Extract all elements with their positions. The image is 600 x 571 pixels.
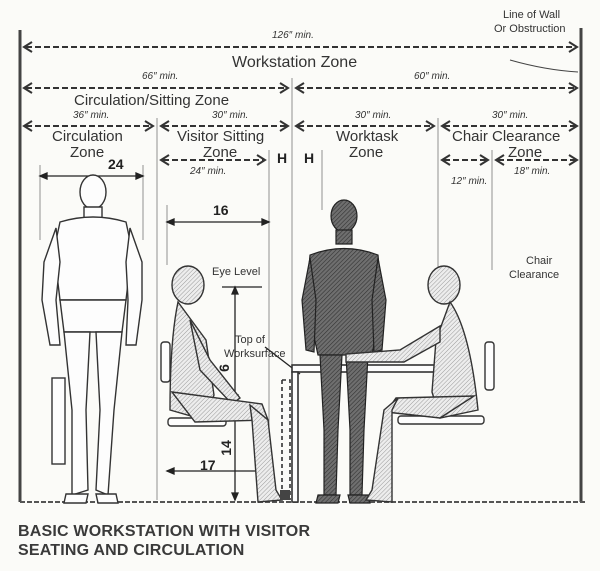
h-label-2: H	[304, 150, 315, 166]
standing-worker	[301, 199, 387, 504]
zone-workstation: Workstation Zone	[232, 54, 358, 71]
zone-circulation-l2: Zone	[70, 144, 105, 161]
dim-30a: 30″ min.	[212, 110, 249, 121]
dim-36: 36″ min.	[73, 110, 110, 121]
seated-worker	[345, 265, 479, 503]
zone-circulation-sitting: Circulation/Sitting Zone	[74, 92, 230, 109]
zone-chair-l2: Zone	[508, 144, 543, 161]
measure-lines	[38, 172, 301, 502]
wall-note-2: Or Obstruction	[494, 23, 566, 35]
dim-12: 12″ min.	[451, 176, 488, 187]
num-17: 17	[200, 457, 216, 473]
dim-18: 18″ min.	[514, 166, 551, 177]
caption-line-2: SEATING AND CIRCULATION	[18, 542, 245, 559]
zone-visitor-l1: Visitor Sitting	[177, 128, 265, 145]
caption-line-1: BASIC WORKSTATION WITH VISITOR	[18, 523, 311, 540]
eye-level-label: Eye Level	[212, 266, 261, 278]
dimension-arrows	[22, 41, 579, 166]
num-16: 16	[213, 202, 229, 218]
wall-note-1: Line of Wall	[503, 9, 561, 21]
h-label-1: H	[277, 150, 288, 166]
wall-lines	[18, 28, 583, 502]
top-worksurface-l1: Top of	[235, 334, 265, 346]
dim-30b: 30″ min.	[355, 110, 392, 121]
standing-person	[41, 174, 143, 504]
chair-clearance-l1: Chair	[526, 255, 553, 267]
num-24: 24	[108, 156, 124, 172]
dim-24: 24″ min.	[190, 166, 227, 177]
dim-60: 60″ min.	[414, 71, 451, 82]
seated-visitor	[169, 265, 284, 503]
zone-visitor-l2: Zone	[203, 144, 238, 161]
num-6: 6	[215, 364, 232, 372]
top-worksurface-l2: Worksurface	[224, 348, 286, 360]
zone-worktask-l1: Worktask	[336, 128, 399, 145]
zone-worktask-l2: Zone	[349, 144, 384, 161]
zone-chair-l1: Chair Clearance	[452, 128, 561, 145]
dimension-lines	[26, 46, 575, 161]
dim-66: 66″ min.	[142, 71, 179, 82]
chair-clearance-l2: Clearance	[509, 269, 560, 281]
wall-pointer	[509, 59, 579, 73]
zone-circulation-l1: Circulation	[52, 128, 123, 145]
dim-30c: 30″ min.	[492, 110, 529, 121]
floor-marker	[280, 490, 290, 500]
dim-126: 126″ min.	[272, 30, 314, 41]
num-14: 14	[217, 440, 234, 456]
